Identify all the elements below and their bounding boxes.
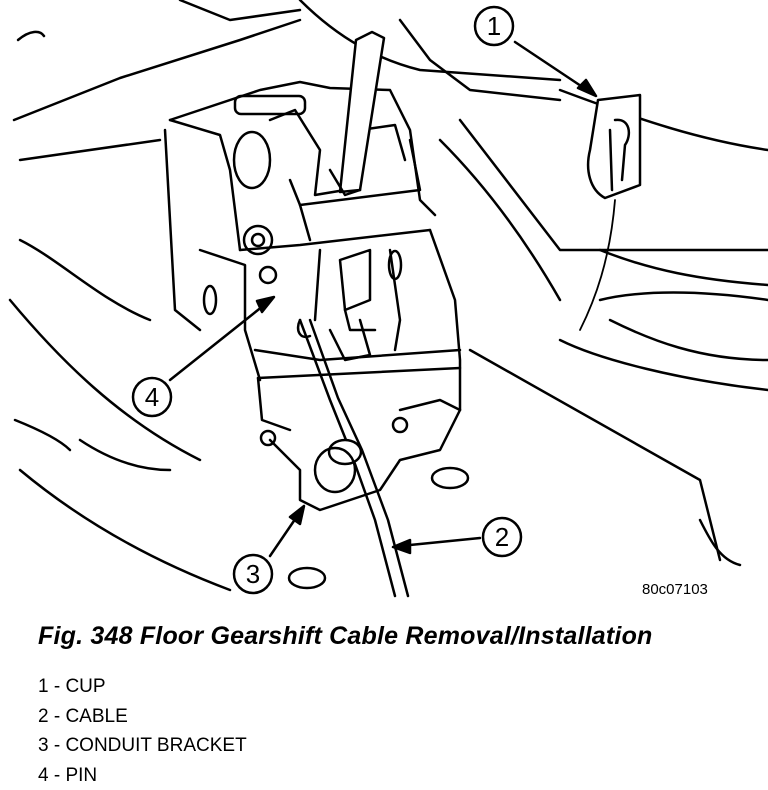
floor-hole (432, 468, 468, 488)
callout-4: 4 (133, 378, 171, 416)
leader-arrows (170, 42, 596, 556)
gearshift-illustration: 1 4 2 3 80c07103 (0, 0, 768, 610)
cup-part (588, 95, 640, 198)
legend-item-conduit-bracket: 3 - CONDUIT BRACKET (38, 731, 247, 761)
callout-4-number: 4 (145, 382, 159, 412)
cup-cable-line (580, 200, 615, 330)
callout-2-number: 2 (495, 522, 509, 552)
legend-item-cup: 1 - CUP (38, 672, 247, 702)
floor-outline (10, 0, 768, 590)
cable-assembly (261, 320, 460, 596)
legend-item-cable: 2 - CABLE (38, 702, 247, 732)
callout-1: 1 (475, 7, 513, 45)
callout-3: 3 (234, 555, 272, 593)
callout-3-number: 3 (246, 559, 260, 589)
callout-2: 2 (483, 518, 521, 556)
gear-lever (330, 32, 384, 195)
parts-legend: 1 - CUP 2 - CABLE 3 - CONDUIT BRACKET 4 … (38, 672, 247, 790)
image-code: 80c07103 (642, 581, 708, 598)
figure-caption: Fig. 348 Floor Gearshift Cable Removal/I… (38, 622, 653, 651)
shifter-housing (165, 82, 460, 430)
callout-1-number: 1 (487, 11, 501, 41)
floor-hole (289, 568, 325, 588)
